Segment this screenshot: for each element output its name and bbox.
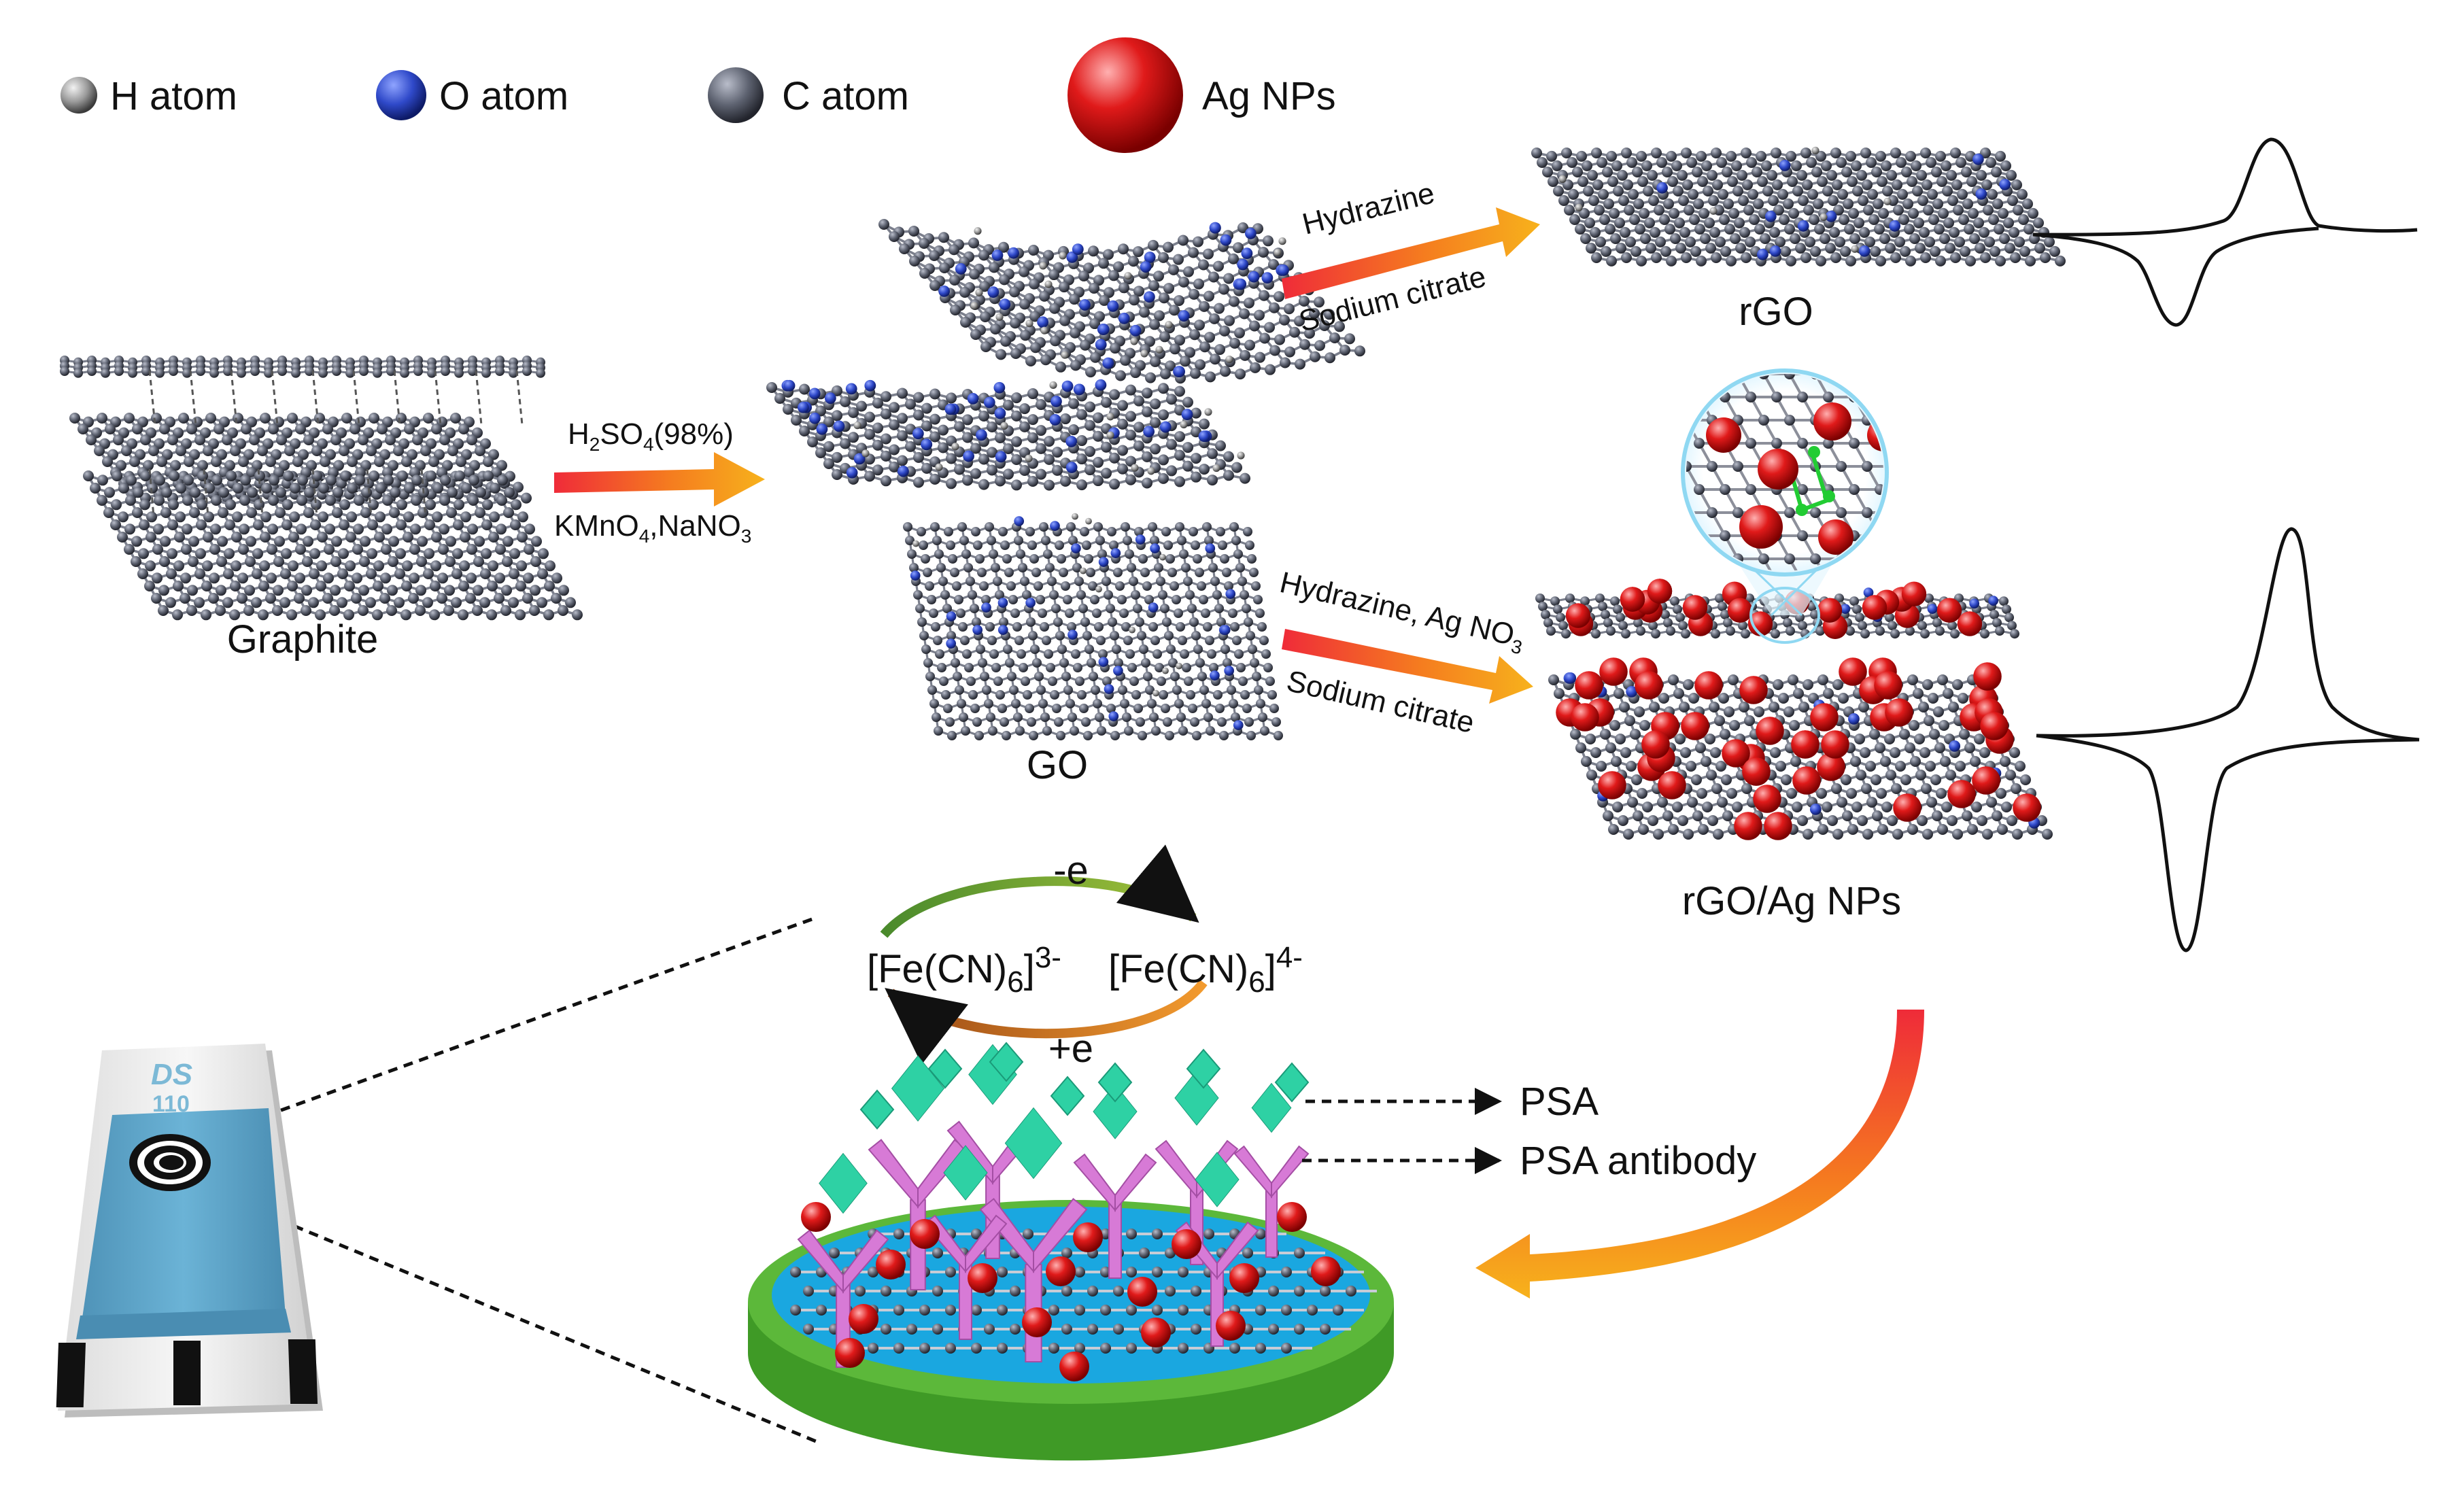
psa-label: PSA <box>1520 1080 1599 1124</box>
oxidation-reagent-bottom: KMnO <box>554 509 639 543</box>
go-sheet-middle <box>766 379 1250 491</box>
electrode-model-text: 110 <box>152 1091 190 1117</box>
silver-nanoparticle-icon <box>1067 37 1183 153</box>
rgo-ag-sheet-bottom <box>1548 657 2053 840</box>
graphite-label: Graphite <box>227 617 378 662</box>
redox-minus-e: -e <box>1053 848 1089 893</box>
rgo-ag-label: rGO/Ag NPs <box>1682 879 1901 923</box>
legend-c-atom: C atom <box>782 74 909 118</box>
redox-cycle: -e +e [Fe(CN)6]3- [Fe(CN)6]4- <box>867 848 1303 1071</box>
legend-h-atom: H atom <box>110 74 237 118</box>
ferrocyanide-label: [Fe(CN)6]4- <box>1108 941 1303 999</box>
legend-ag-nps: Ag NPs <box>1202 74 1336 118</box>
reduction-arrow: Hydrazine Sodium citrate <box>1282 176 1540 338</box>
psa-callouts: PSA PSA antibody <box>1302 1080 1756 1183</box>
psa-antibody-label: PSA antibody <box>1520 1139 1756 1183</box>
reduction-reagent-top: Hydrazine <box>1299 176 1438 241</box>
go-label: GO <box>1027 743 1088 787</box>
carbon-atom-icon <box>708 67 764 123</box>
oxidation-reagent-top: H <box>568 417 590 451</box>
oxygen-atom-icon <box>376 70 426 120</box>
oxidation-arrow: H2SO4(98%) KMnO4,NaNO3 <box>554 417 765 547</box>
reduction-ag-arrow: Hydrazine, Ag NO3 Sodium citrate <box>1276 566 1533 740</box>
legend: H atom O atom C atom Ag NPs <box>61 37 1336 153</box>
go-sheet-top <box>878 219 1365 383</box>
graphite-layer-top <box>60 356 545 378</box>
cv-curve-rgo-ag <box>2036 529 2419 950</box>
ferricyanide-label: [Fe(CN)6]3- <box>867 941 1061 999</box>
redox-plus-e: +e <box>1048 1027 1093 1071</box>
cv-curve-rgo <box>2033 139 2417 325</box>
rgo-label: rGO <box>1739 290 1813 334</box>
hydrogen-atom-icon <box>61 77 97 114</box>
screen-printed-electrode: DS 110 <box>56 918 816 1441</box>
legend-o-atom: O atom <box>439 74 568 118</box>
rgo-sheet <box>1531 147 2066 267</box>
electrode-brand-text: DS <box>151 1058 192 1091</box>
go-sheet-bottom <box>903 513 1283 740</box>
modified-electrode-disk <box>748 1043 1394 1460</box>
